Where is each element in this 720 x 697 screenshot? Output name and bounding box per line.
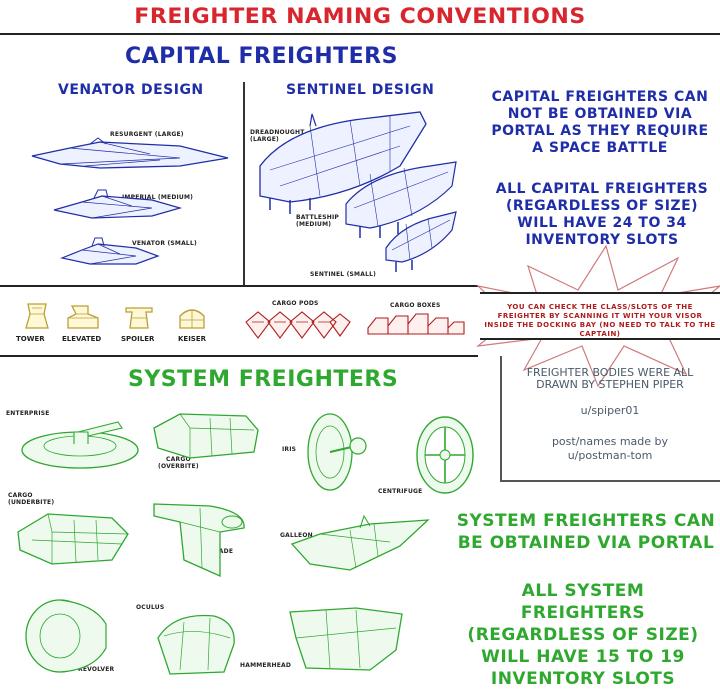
label-cargo-boxes: CARGO BOXES (390, 302, 441, 309)
venator-heading: VENATOR DESIGN (58, 82, 204, 98)
label-spoiler: SPOILER (121, 335, 155, 343)
imperial-ship-icon (53, 189, 183, 219)
dreadnought-ship-icon (259, 111, 427, 214)
label-tower: TOWER (16, 335, 45, 343)
label-elevated: ELEVATED (62, 335, 102, 343)
tower-part-icon (25, 303, 49, 329)
label-dreadnought: DREADNOUGHT (LARGE) (250, 129, 305, 143)
label-sentinel: SENTINEL (SMALL) (310, 271, 377, 278)
blade-ship-icon (153, 503, 245, 578)
label-revolver: REVOLVER (78, 666, 115, 673)
oculus-ship-icon (157, 614, 235, 675)
label-iris: IRIS (282, 446, 297, 453)
enterprise-ship-icon (21, 421, 139, 469)
sentinel-ship-icon (385, 211, 457, 272)
credits-artist-user: u/spiper01 (580, 404, 640, 417)
system-info-portal: SYSTEM FREIGHTERS CAN BE OBTAINED VIA PO… (456, 511, 716, 553)
galleon-ship-icon (290, 514, 430, 571)
label-hammerhead: HAMMERHEAD (240, 662, 292, 669)
label-centrifuge: CENTRIFUGE (378, 488, 423, 495)
label-blade: BLADE (210, 548, 234, 555)
battleship-ship-icon (345, 161, 457, 238)
label-enterprise: ENTERPRISE (6, 410, 50, 417)
divider-capital-columns (243, 82, 245, 285)
credits-post-user: u/postman-tom (567, 449, 653, 462)
sentinel-heading: SENTINEL DESIGN (286, 82, 435, 98)
iris-ship-icon (307, 413, 367, 491)
keiser-part-icon (179, 309, 205, 329)
label-imperial: IMPERIAL (MEDIUM) (122, 194, 194, 201)
cargo-boxes-icon (367, 313, 465, 335)
venator-ship-icon (59, 237, 160, 265)
page-title: FREIGHTER NAMING CONVENTIONS (134, 4, 586, 28)
resurgent-ship-icon (31, 137, 229, 169)
label-galleon: GALLEON (280, 532, 313, 539)
note-box (480, 292, 720, 340)
cargo-overbite-ship-icon (153, 413, 259, 459)
cargo-pods-icon (245, 311, 351, 339)
divider-middle-bottom (0, 355, 478, 357)
capital-info-slots: ALL CAPITAL FREIGHTERS (REGARDLESS OF SI… (495, 181, 709, 248)
elevated-part-icon (67, 305, 99, 329)
system-heading: SYSTEM FREIGHTERS (128, 367, 399, 392)
capital-info-portal: CAPITAL FREIGHTERS CAN NOT BE OBTAINED V… (491, 89, 709, 156)
system-info-slots: ALL SYSTEM FREIGHTERS (REGARDLESS OF SIZ… (467, 581, 699, 689)
cargo-underbite-ship-icon (17, 513, 129, 565)
divider-top (0, 33, 720, 35)
scan-note: YOU CAN CHECK THE CLASS/SLOTS OF THE FRE… (484, 303, 716, 338)
divider-middle-top (0, 285, 478, 287)
centrifuge-ship-icon (416, 416, 474, 494)
label-cargo-underbite: CARGO (UNDERBITE) (8, 492, 55, 506)
label-cargo-pods: CARGO PODS (272, 300, 319, 307)
label-battleship: BATTLESHIP (MEDIUM) (296, 214, 339, 228)
capital-heading: CAPITAL FREIGHTERS (125, 44, 398, 69)
label-venator: VENATOR (SMALL) (132, 240, 197, 247)
label-keiser: KEISER (178, 335, 207, 343)
credits-post: post/names made by (551, 435, 669, 448)
credits-artist: FREIGHTER BODIES WERE ALL DRAWN BY STEPH… (526, 366, 694, 391)
spoiler-part-icon (125, 307, 153, 329)
revolver-ship-icon (25, 599, 107, 673)
label-resurgent: RESURGENT (LARGE) (110, 131, 184, 138)
credits-box (500, 356, 720, 482)
hammerhead-ship-icon (289, 607, 403, 671)
label-cargo-overbite: CARGO (OVERBITE) (158, 456, 199, 470)
label-oculus: OCULUS (136, 604, 165, 611)
